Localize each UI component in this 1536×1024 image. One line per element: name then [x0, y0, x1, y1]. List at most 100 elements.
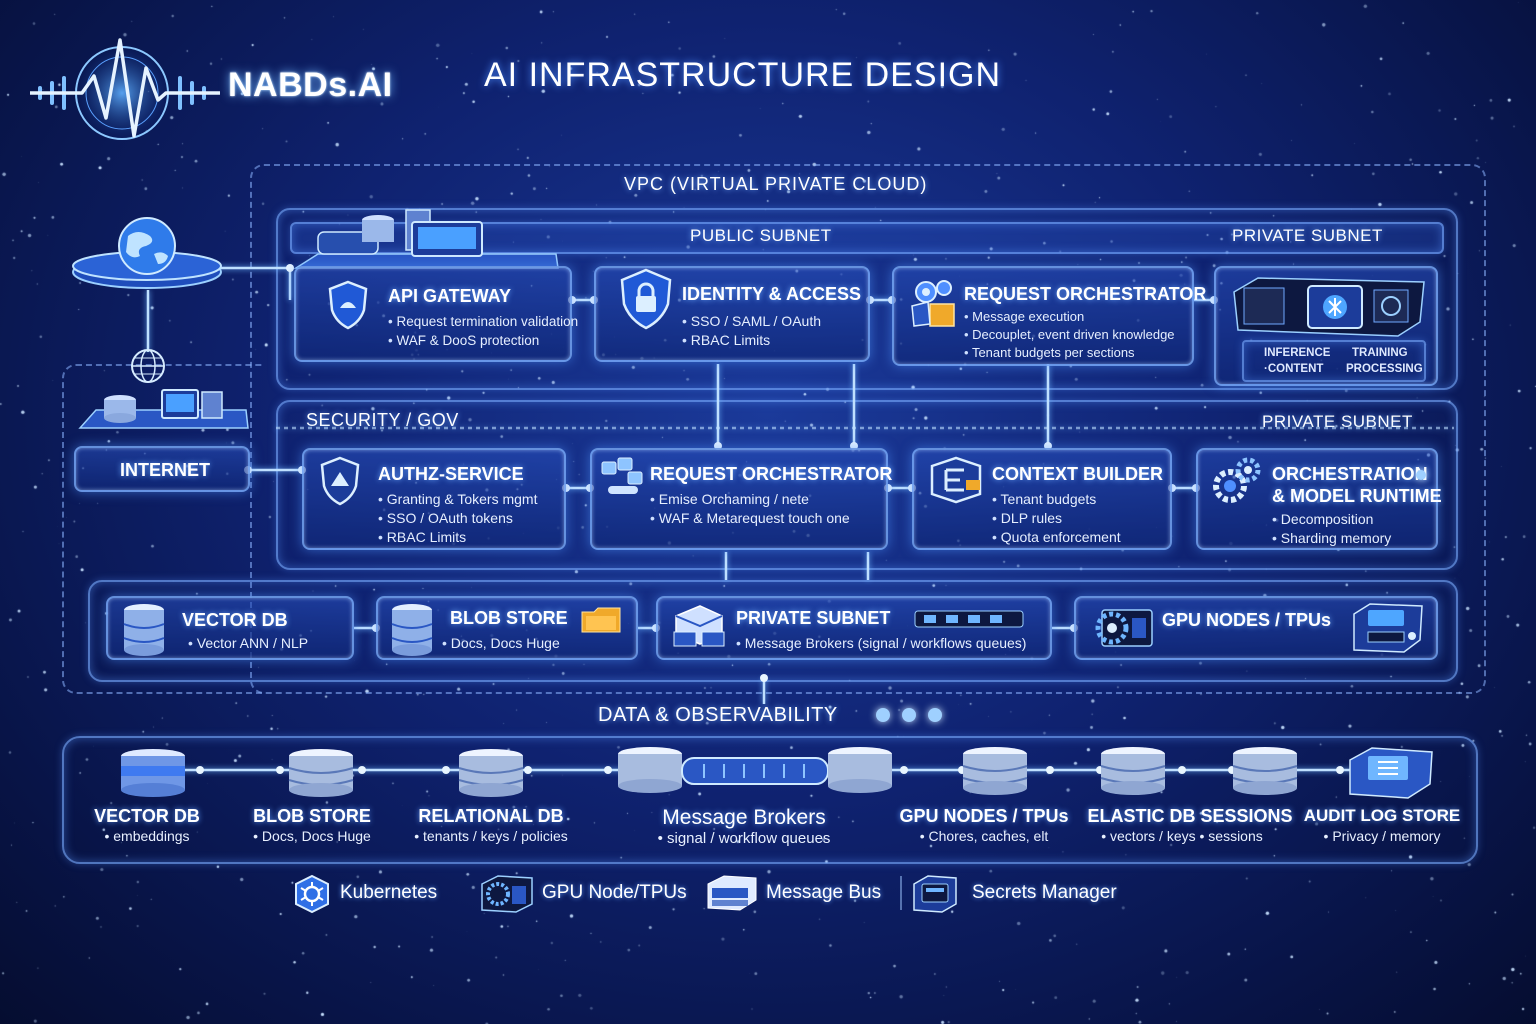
private-subnet-broker-title: PRIVATE SUBNET [736, 608, 891, 628]
data-tier-frame [88, 580, 1458, 682]
status-dot-2 [902, 708, 916, 722]
request-orchestrator-card-mid[interactable]: REQUEST ORCHESTRATOR Emise Orchaming / n… [590, 448, 892, 550]
store-title-elastic-db: ELASTIC DB SESSIONS [1087, 806, 1293, 826]
database-icon [458, 749, 524, 797]
cubes-icon [601, 457, 643, 494]
message-bus-icon [707, 875, 757, 911]
identity-access-title: IDENTITY & ACCESS [682, 284, 862, 304]
gpu-nodes-title: GPU NODES / TPUs [1162, 610, 1332, 630]
feature-item: Request termination validation [388, 312, 578, 331]
database-icon [121, 749, 185, 797]
context-builder-card[interactable]: CONTEXT BUILDER Tenant budgets DLP rules… [912, 448, 1172, 550]
orchestration-title: ORCHESTRATION [1272, 464, 1428, 484]
request-orchestrator-title-top: REQUEST ORCHESTRATOR [964, 284, 1207, 304]
feature-item: Decouplet, event driven knowledge [964, 326, 1174, 344]
store-title-gpu-nodes: GPU NODES / TPUs [899, 806, 1069, 826]
feature-item: Emise Orchaming / nete [650, 490, 850, 509]
database-icon [391, 604, 433, 656]
blob-store-card[interactable]: BLOB STORE Docs, Docs Huge [376, 596, 638, 660]
gears-box-icon [911, 280, 955, 327]
vector-db-card[interactable]: VECTOR DB Vector ANN / NLP [106, 596, 354, 660]
store-title-relational-db: RELATIONAL DB [418, 806, 564, 826]
authz-service-card[interactable]: AUTHZ-SERVICE Granting & Tokers mgmt SSO… [302, 448, 566, 550]
legend-gpu-node: GPU Node/TPUs [542, 882, 687, 903]
kubernetes-icon [295, 874, 329, 914]
brand-name: NABDs.AI [228, 66, 393, 104]
feature-item: Decomposition [1272, 510, 1391, 529]
request-orchestrator-title-mid: REQUEST ORCHESTRATOR [650, 464, 893, 484]
feature-item: WAF & Metarequest touch one [650, 509, 850, 528]
context-builder-icon [930, 456, 982, 504]
shield-icon [328, 280, 368, 330]
security-gov-label: SECURITY / GOV [306, 410, 459, 430]
store-title-audit-log: AUDIT LOG STORE [1303, 806, 1461, 825]
identity-access-card[interactable]: IDENTITY & ACCESS SSO / SAML / OAuth RBA… [594, 266, 870, 362]
authz-service-features: Granting & Tokers mgmt SSO / OAuth token… [378, 490, 538, 547]
private-subnet-broker-card[interactable]: PRIVATE SUBNET Message Brokers (signal /… [656, 596, 1052, 660]
gpu-nodes-card[interactable]: GPU NODES / TPUs [1074, 596, 1438, 660]
feature-item: Vector ANN / NLP [188, 634, 308, 653]
database-icon [123, 604, 165, 656]
gateway-servers-icon [293, 209, 559, 269]
gpu-chip-icon [1095, 609, 1153, 647]
status-dot-3 [928, 708, 942, 722]
internet-node[interactable]: INTERNET [74, 446, 250, 492]
feature-item: Docs, Docs Huge [442, 634, 560, 653]
gpu-workload-box [1242, 340, 1426, 382]
public-subnet-frame [276, 208, 1458, 390]
database-icon [1232, 747, 1298, 795]
small-globe-icon [131, 349, 165, 383]
feature-item: Sharding memory [1272, 529, 1392, 548]
legend-divider [900, 876, 902, 910]
legend-message-bus: Message Bus [766, 882, 882, 903]
inference-label: INFERENCE [1264, 347, 1331, 359]
request-orchestrator-features-mid: Emise Orchaming / nete WAF & Metarequest… [650, 490, 850, 528]
store-title-message-brokers: Message Brokers [662, 806, 826, 829]
network-switch-icon [914, 610, 1024, 628]
feature-item: SSO / OAuth tokens [378, 509, 537, 528]
feature-item: Message Brokers (signal / workflows queu… [736, 634, 1027, 653]
store-sub-vector-db: • embeddings [104, 828, 190, 844]
store-sub-audit-log: • Privacy / memory [1323, 828, 1441, 844]
logo-pulse-icon [30, 38, 220, 140]
feature-item: Tenant budgets per sections [964, 344, 1175, 362]
authz-service-title: AUTHZ-SERVICE [378, 464, 524, 484]
gpu-server-icon [1233, 277, 1425, 337]
model-runtime-title: & MODEL RUNTIME [1272, 486, 1442, 506]
feature-item: Granting & Tokers mgmt [378, 490, 538, 509]
message-pipeline-icon [618, 747, 892, 793]
api-gateway-card[interactable]: API GATEWAY Request termination validati… [294, 266, 578, 362]
folder-icon [581, 607, 621, 633]
audit-server-icon [1349, 747, 1433, 799]
page-title: AI INFRASTRUCTURE DESIGN [484, 56, 1002, 94]
store-sub-blob-store: • Docs, Docs Huge [253, 828, 371, 844]
store-title-vector-db: VECTOR DB [94, 806, 200, 826]
identity-access-features: SSO / SAML / OAuth RBAC Limits [682, 312, 821, 350]
runtime-status-dot [1416, 470, 1426, 480]
processing-label: PROCESSING [1346, 363, 1423, 375]
gpu-inference-card[interactable]: INFERENCE ·CONTENT TRAINING PROCESSING [1214, 266, 1438, 386]
store-title-blob-store: BLOB STORE [253, 806, 371, 826]
vector-db-title: VECTOR DB [182, 610, 288, 630]
feature-item: SSO / SAML / OAuth [682, 312, 821, 331]
training-label: TRAINING [1352, 347, 1408, 359]
internet-servers-icon [78, 389, 249, 429]
store-sub-message-brokers: • signal / workflow queues [657, 830, 831, 847]
vpc-label: VPC (VIRTUAL PRIVATE CLOUD) [624, 174, 928, 194]
feature-item: WAF & DooS protection [388, 331, 578, 350]
shield-bell-icon [320, 456, 360, 506]
status-dot-1 [876, 708, 890, 722]
server-unit-icon [1353, 603, 1423, 653]
feature-item: RBAC Limits [378, 528, 537, 547]
request-orchestrator-card-top[interactable]: REQUEST ORCHESTRATOR Message execution D… [892, 266, 1206, 366]
request-orchestrator-features-top: Message execution Decouplet, event drive… [964, 308, 1175, 362]
secrets-icon [913, 875, 957, 913]
orchestration-runtime-card[interactable]: ORCHESTRATION & MODEL RUNTIME Decomposit… [1196, 448, 1442, 550]
feature-item: Quota enforcement [992, 528, 1121, 547]
store-sub-gpu-nodes: • Chores, caches, elt [919, 828, 1049, 844]
legend-secrets-manager: Secrets Manager [972, 882, 1117, 903]
gpu-icon [481, 875, 533, 913]
internet-label: INTERNET [120, 460, 210, 480]
feature-item: DLP rules [992, 509, 1121, 528]
context-builder-title: CONTEXT BUILDER [992, 464, 1163, 484]
